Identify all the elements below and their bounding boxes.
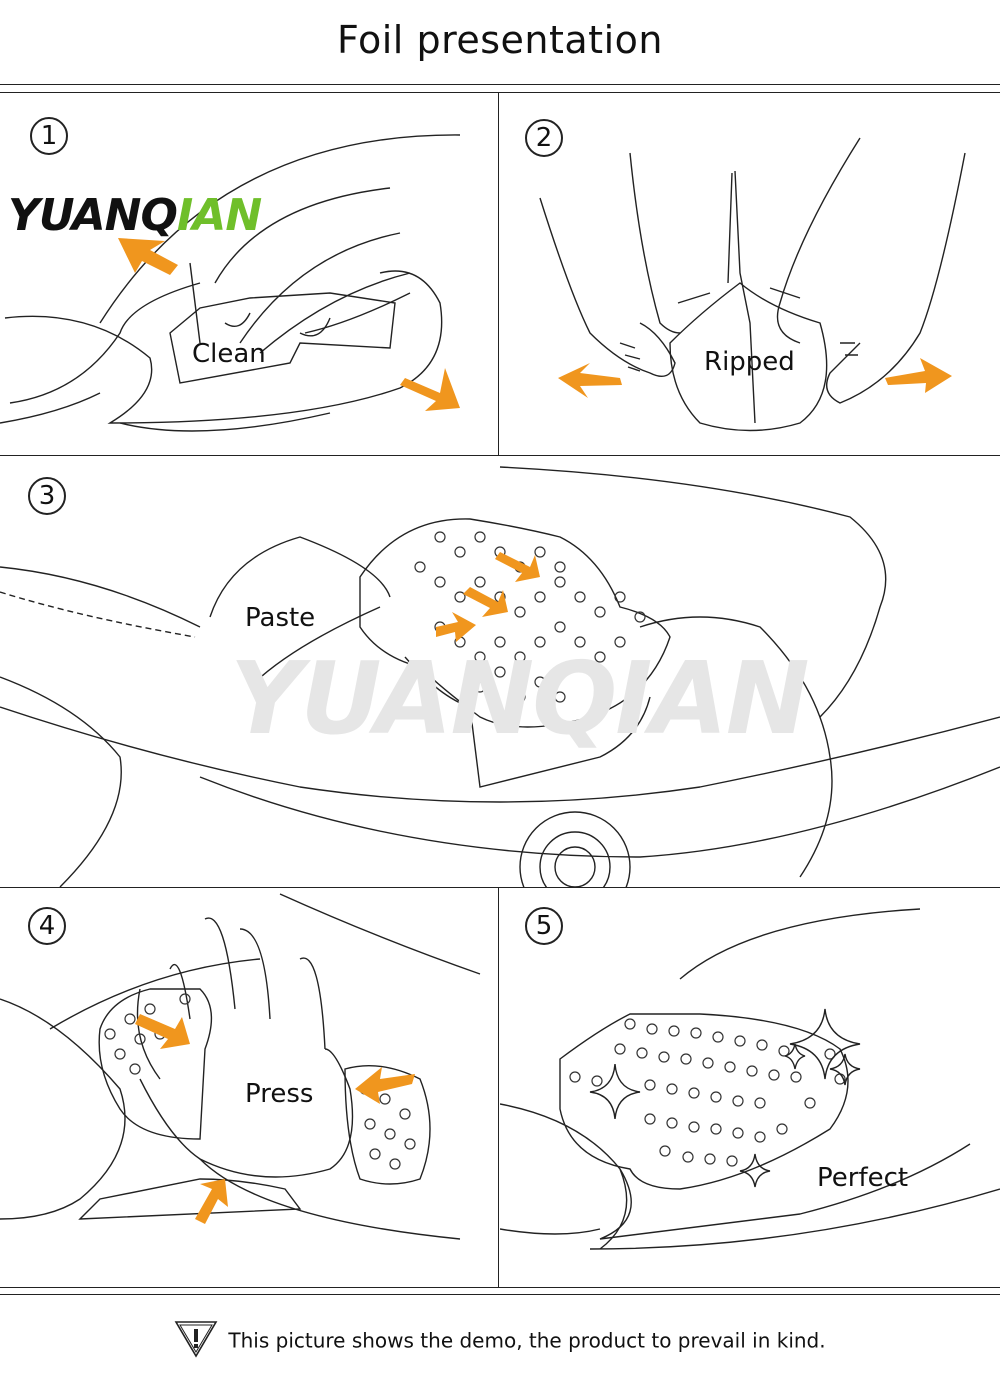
step-label-clean: Clean [192, 339, 266, 369]
footer-note-text: This picture shows the demo, the product… [228, 1328, 826, 1353]
step-number-badge: 4 [28, 907, 66, 945]
footer-divider-bottom [0, 1294, 1000, 1295]
step-panel-perfect: 5 Perfect [500, 889, 1000, 1287]
arrow-icon [118, 238, 178, 275]
step-number-badge: 1 [30, 117, 68, 155]
step-number-badge: 3 [28, 477, 66, 515]
finished-illustration [500, 908, 1000, 1250]
brand-watermark: YUANQIAN [230, 640, 810, 757]
header-divider-top [0, 84, 1000, 85]
hand-illustration [0, 134, 461, 432]
logo-text-dark: YUANQ [8, 190, 178, 241]
step-number-badge: 5 [525, 907, 563, 945]
step-panel-press: 4 Press [0, 889, 498, 1287]
arrow-icon [436, 612, 476, 642]
arrow-icon [355, 1067, 415, 1104]
step-panel-clean: 1 Clean [0, 93, 498, 455]
arrow-icon [885, 358, 952, 393]
step-label-press: Press [245, 1079, 314, 1109]
grid-divider-3 [0, 887, 1000, 888]
step-panel-paste: 3 Paste [0, 457, 1000, 887]
arrow-icon [400, 368, 460, 411]
step-label-ripped: Ripped [704, 347, 795, 377]
arrow-icon [195, 1179, 228, 1224]
grid-divider-2 [0, 455, 1000, 456]
footer-note: This picture shows the demo, the product… [0, 1318, 1000, 1363]
hand-illustration [0, 893, 481, 1240]
hand-illustration [0, 466, 1000, 887]
arrow-icon [558, 363, 622, 398]
warning-icon [174, 1318, 218, 1363]
grid-divider-1 [498, 92, 499, 455]
arrow-icon [495, 552, 540, 582]
arrow-icon [135, 1014, 190, 1049]
dot-pattern [569, 1018, 846, 1167]
brand-logo: YUANQIAN [8, 190, 262, 241]
logo-text-green: IAN [176, 190, 262, 241]
sparkle-icon [589, 1008, 861, 1188]
step-label-paste: Paste [245, 603, 316, 633]
step-panel-ripped: 2 Ripped [500, 93, 1000, 455]
header-divider-bottom [0, 92, 1000, 93]
grid-divider-4 [498, 887, 499, 1287]
step-number-badge: 2 [525, 119, 563, 157]
page-title: Foil presentation [337, 18, 663, 62]
step-label-perfect: Perfect [817, 1163, 909, 1193]
dot-pattern [414, 531, 646, 703]
footer-divider-top [0, 1287, 1000, 1288]
hand-illustration [539, 137, 966, 432]
arrow-icon [463, 587, 508, 617]
